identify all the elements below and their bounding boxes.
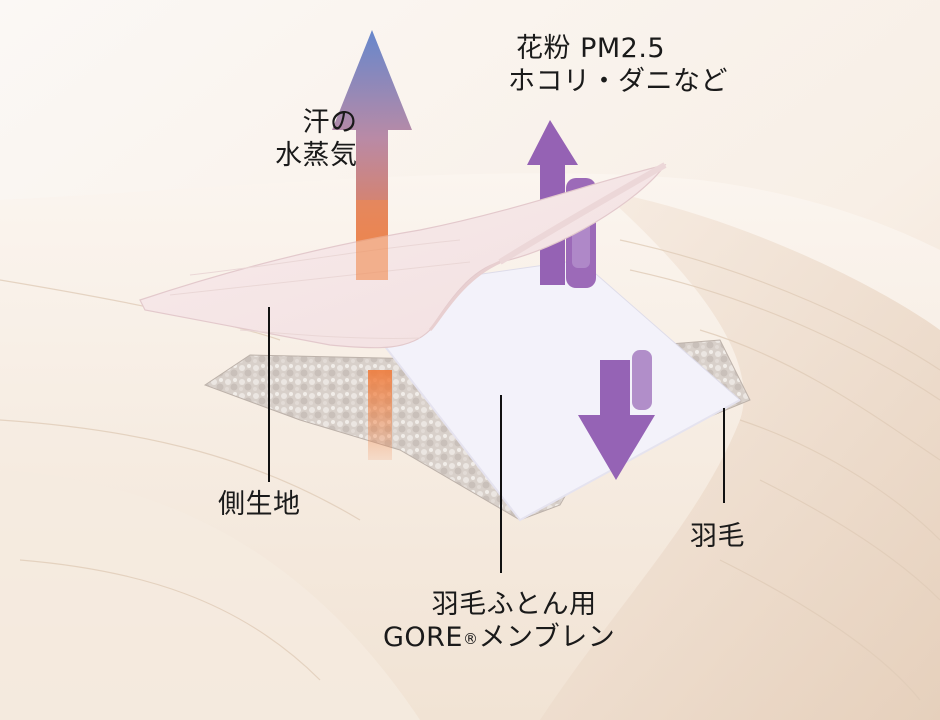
allergens-label: 花粉 PM2.5 ホコリ・ダニなど (508, 32, 728, 98)
sweat-vapor-label-line1: 汗の (302, 107, 358, 138)
membrane-label-line2: GORE®メンブレン (383, 621, 615, 654)
down-leader-line (723, 408, 725, 503)
sweat-vapor-label-line2: 水蒸気 (275, 140, 358, 171)
allergens-label-line2: ホコリ・ダニなど (508, 66, 728, 97)
membrane-label-line1: 羽毛ふとん用 (431, 589, 597, 620)
sweat-vapor-label: 汗の 水蒸気 (275, 106, 358, 172)
outer-fabric-leader-line (268, 307, 270, 482)
allergens-label-line1: 花粉 PM2.5 (516, 33, 666, 64)
membrane-word: メンブレン (478, 622, 616, 653)
registered-mark: ® (463, 630, 479, 648)
gore-brand: GORE (383, 622, 463, 653)
outer-fabric-label: 側生地 (218, 489, 301, 520)
down-label: 羽毛 (690, 521, 745, 552)
membrane-label: 羽毛ふとん用 GORE®メンブレン (383, 588, 615, 654)
membrane-leader-line (500, 395, 502, 573)
